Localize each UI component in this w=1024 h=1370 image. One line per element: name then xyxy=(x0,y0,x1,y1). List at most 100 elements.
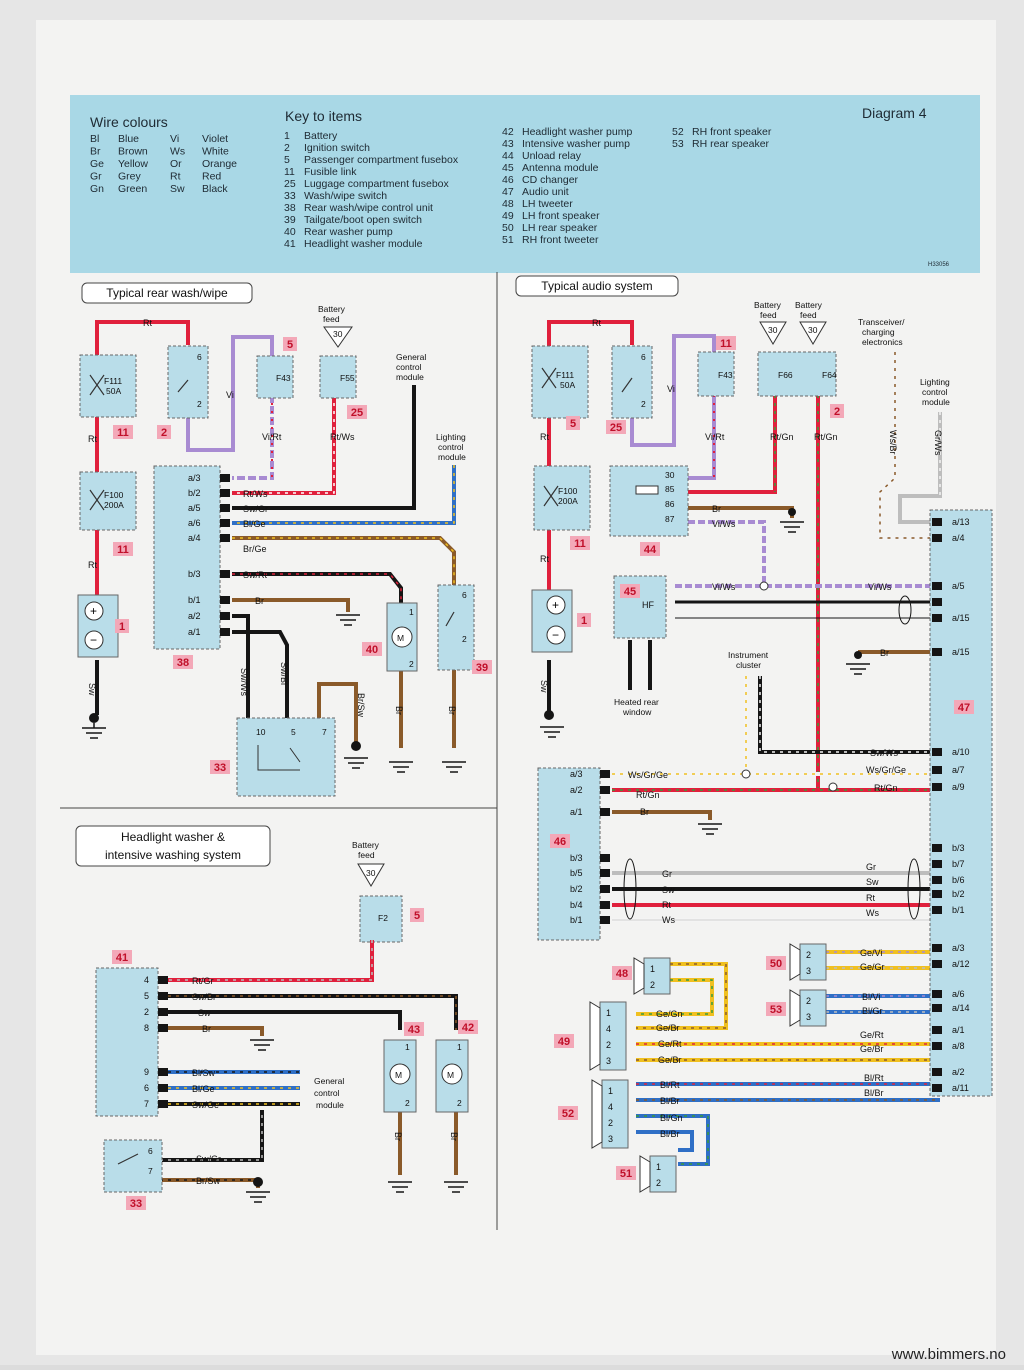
svg-text:F100: F100 xyxy=(104,490,124,500)
svg-text:Br: Br xyxy=(202,1024,211,1034)
svg-text:Ge/Rt: Ge/Rt xyxy=(658,1039,682,1049)
item-number-tag xyxy=(606,420,626,434)
section-title-rear-wash: Typical rear wash/wipe xyxy=(81,282,253,304)
connector-pin xyxy=(932,518,942,526)
connector-pin xyxy=(158,992,168,1000)
svg-text:module: module xyxy=(922,397,950,407)
svg-text:Battery: Battery xyxy=(318,304,346,314)
svg-text:30: 30 xyxy=(808,325,818,335)
svg-text:Br: Br xyxy=(394,706,404,715)
pin-label: a/11 xyxy=(952,1083,969,1093)
connector-pin xyxy=(600,786,610,794)
item-number: 5 xyxy=(570,418,576,430)
svg-text:Sw/Gr: Sw/Gr xyxy=(243,504,268,514)
key-item-number: 33 xyxy=(284,190,296,202)
item-number-tag xyxy=(404,1022,424,1036)
connector-pin xyxy=(932,990,942,998)
connector-pin xyxy=(932,1084,942,1092)
svg-text:feed: feed xyxy=(800,310,817,320)
svg-text:Typical rear wash/wipe: Typical rear wash/wipe xyxy=(106,286,228,300)
ground-symbol xyxy=(442,761,466,773)
colour-name: Green xyxy=(118,183,147,195)
colour-code: Ws xyxy=(170,146,185,158)
svg-text:Vi/Rt: Vi/Rt xyxy=(262,432,282,442)
svg-text:F43: F43 xyxy=(718,370,733,380)
pin-label: a/4 xyxy=(952,533,965,543)
connector-pin xyxy=(932,960,942,968)
pin-label: 5 xyxy=(144,991,149,1001)
svg-text:control: control xyxy=(922,387,948,397)
connector-pin xyxy=(600,808,610,816)
svg-text:50A: 50A xyxy=(106,386,121,396)
connector-pin xyxy=(932,906,942,914)
item-number-tag xyxy=(210,760,230,774)
svg-text:Rt/Gn: Rt/Gn xyxy=(636,790,660,800)
item-number: 11 xyxy=(117,544,129,556)
connector-pin xyxy=(220,504,230,512)
key-item-number: 45 xyxy=(502,162,514,174)
item-number-tag xyxy=(716,336,736,350)
key-item-name: Fusible link xyxy=(304,166,357,178)
item-number: 11 xyxy=(574,538,586,550)
svg-text:Bl/Vi: Bl/Vi xyxy=(862,992,880,1002)
svg-text:General: General xyxy=(314,1076,344,1086)
colour-code: Rt xyxy=(170,171,181,183)
ref-code: H33056 xyxy=(928,262,950,268)
pin-label: a/3 xyxy=(570,769,583,779)
key-item-number: 48 xyxy=(502,198,514,210)
svg-text:Rt: Rt xyxy=(540,554,549,564)
ground-point xyxy=(351,741,361,751)
item-number: 41 xyxy=(116,952,128,964)
svg-text:General: General xyxy=(396,352,426,362)
svg-text:Rt: Rt xyxy=(88,434,97,444)
connector-pin xyxy=(600,901,610,909)
key-item-number: 11 xyxy=(284,166,295,178)
key-item-number: 41 xyxy=(284,238,296,250)
pin-label: b/7 xyxy=(952,859,965,869)
item-number-tag xyxy=(612,966,632,980)
colour-name: Yellow xyxy=(118,158,148,170)
item-number: 25 xyxy=(351,407,363,419)
svg-text:Rt: Rt xyxy=(662,900,671,910)
ground-symbol xyxy=(780,521,804,533)
ground-symbol xyxy=(336,614,360,626)
svg-text:F64: F64 xyxy=(822,370,837,380)
pin-label: 8 xyxy=(144,1023,149,1033)
pin-label: a/10 xyxy=(952,747,970,757)
item-number-tag xyxy=(830,404,844,418)
connector-pin xyxy=(600,869,610,877)
key-item-number: 46 xyxy=(502,174,514,186)
pin-label: 6 xyxy=(144,1083,149,1093)
pin-label: b/6 xyxy=(952,875,965,885)
connector-pin xyxy=(600,854,610,862)
svg-text:Rt/Ws: Rt/Ws xyxy=(243,489,268,499)
pin-label: 7 xyxy=(144,1099,149,1109)
svg-text:F66: F66 xyxy=(778,370,793,380)
speaker-cone xyxy=(589,1001,601,1071)
item-number: 2 xyxy=(161,427,167,439)
svg-text:200A: 200A xyxy=(104,500,124,510)
svg-text:F100: F100 xyxy=(558,486,578,496)
svg-text:F43: F43 xyxy=(276,373,291,383)
svg-text:Br: Br xyxy=(640,807,649,817)
key-item-name: Headlight washer pump xyxy=(522,126,632,138)
pin-label: a/3 xyxy=(952,943,965,953)
pin-label: 3 xyxy=(806,966,811,976)
svg-text:Ge/Vi: Ge/Vi xyxy=(860,948,882,958)
svg-text:Lighting: Lighting xyxy=(920,377,950,387)
pin-label: 2 xyxy=(144,1007,149,1017)
key-item-name: LH tweeter xyxy=(522,198,573,210)
item-number: 42 xyxy=(462,1022,474,1034)
pin-label: a/5 xyxy=(952,581,965,591)
svg-text:Sw: Sw xyxy=(198,1008,211,1018)
svg-text:Rt/Gn: Rt/Gn xyxy=(814,432,838,442)
item-number-tag xyxy=(550,834,570,848)
item-number-tag xyxy=(410,908,424,922)
svg-text:Sw/Ge: Sw/Ge xyxy=(192,1100,219,1110)
svg-text:30: 30 xyxy=(333,329,343,339)
key-item-number: 44 xyxy=(502,150,514,162)
svg-text:Sw/Bl: Sw/Bl xyxy=(279,662,289,685)
speaker-cone xyxy=(789,943,801,981)
svg-text:Vi: Vi xyxy=(226,390,234,400)
pin-label: a/7 xyxy=(952,765,965,775)
